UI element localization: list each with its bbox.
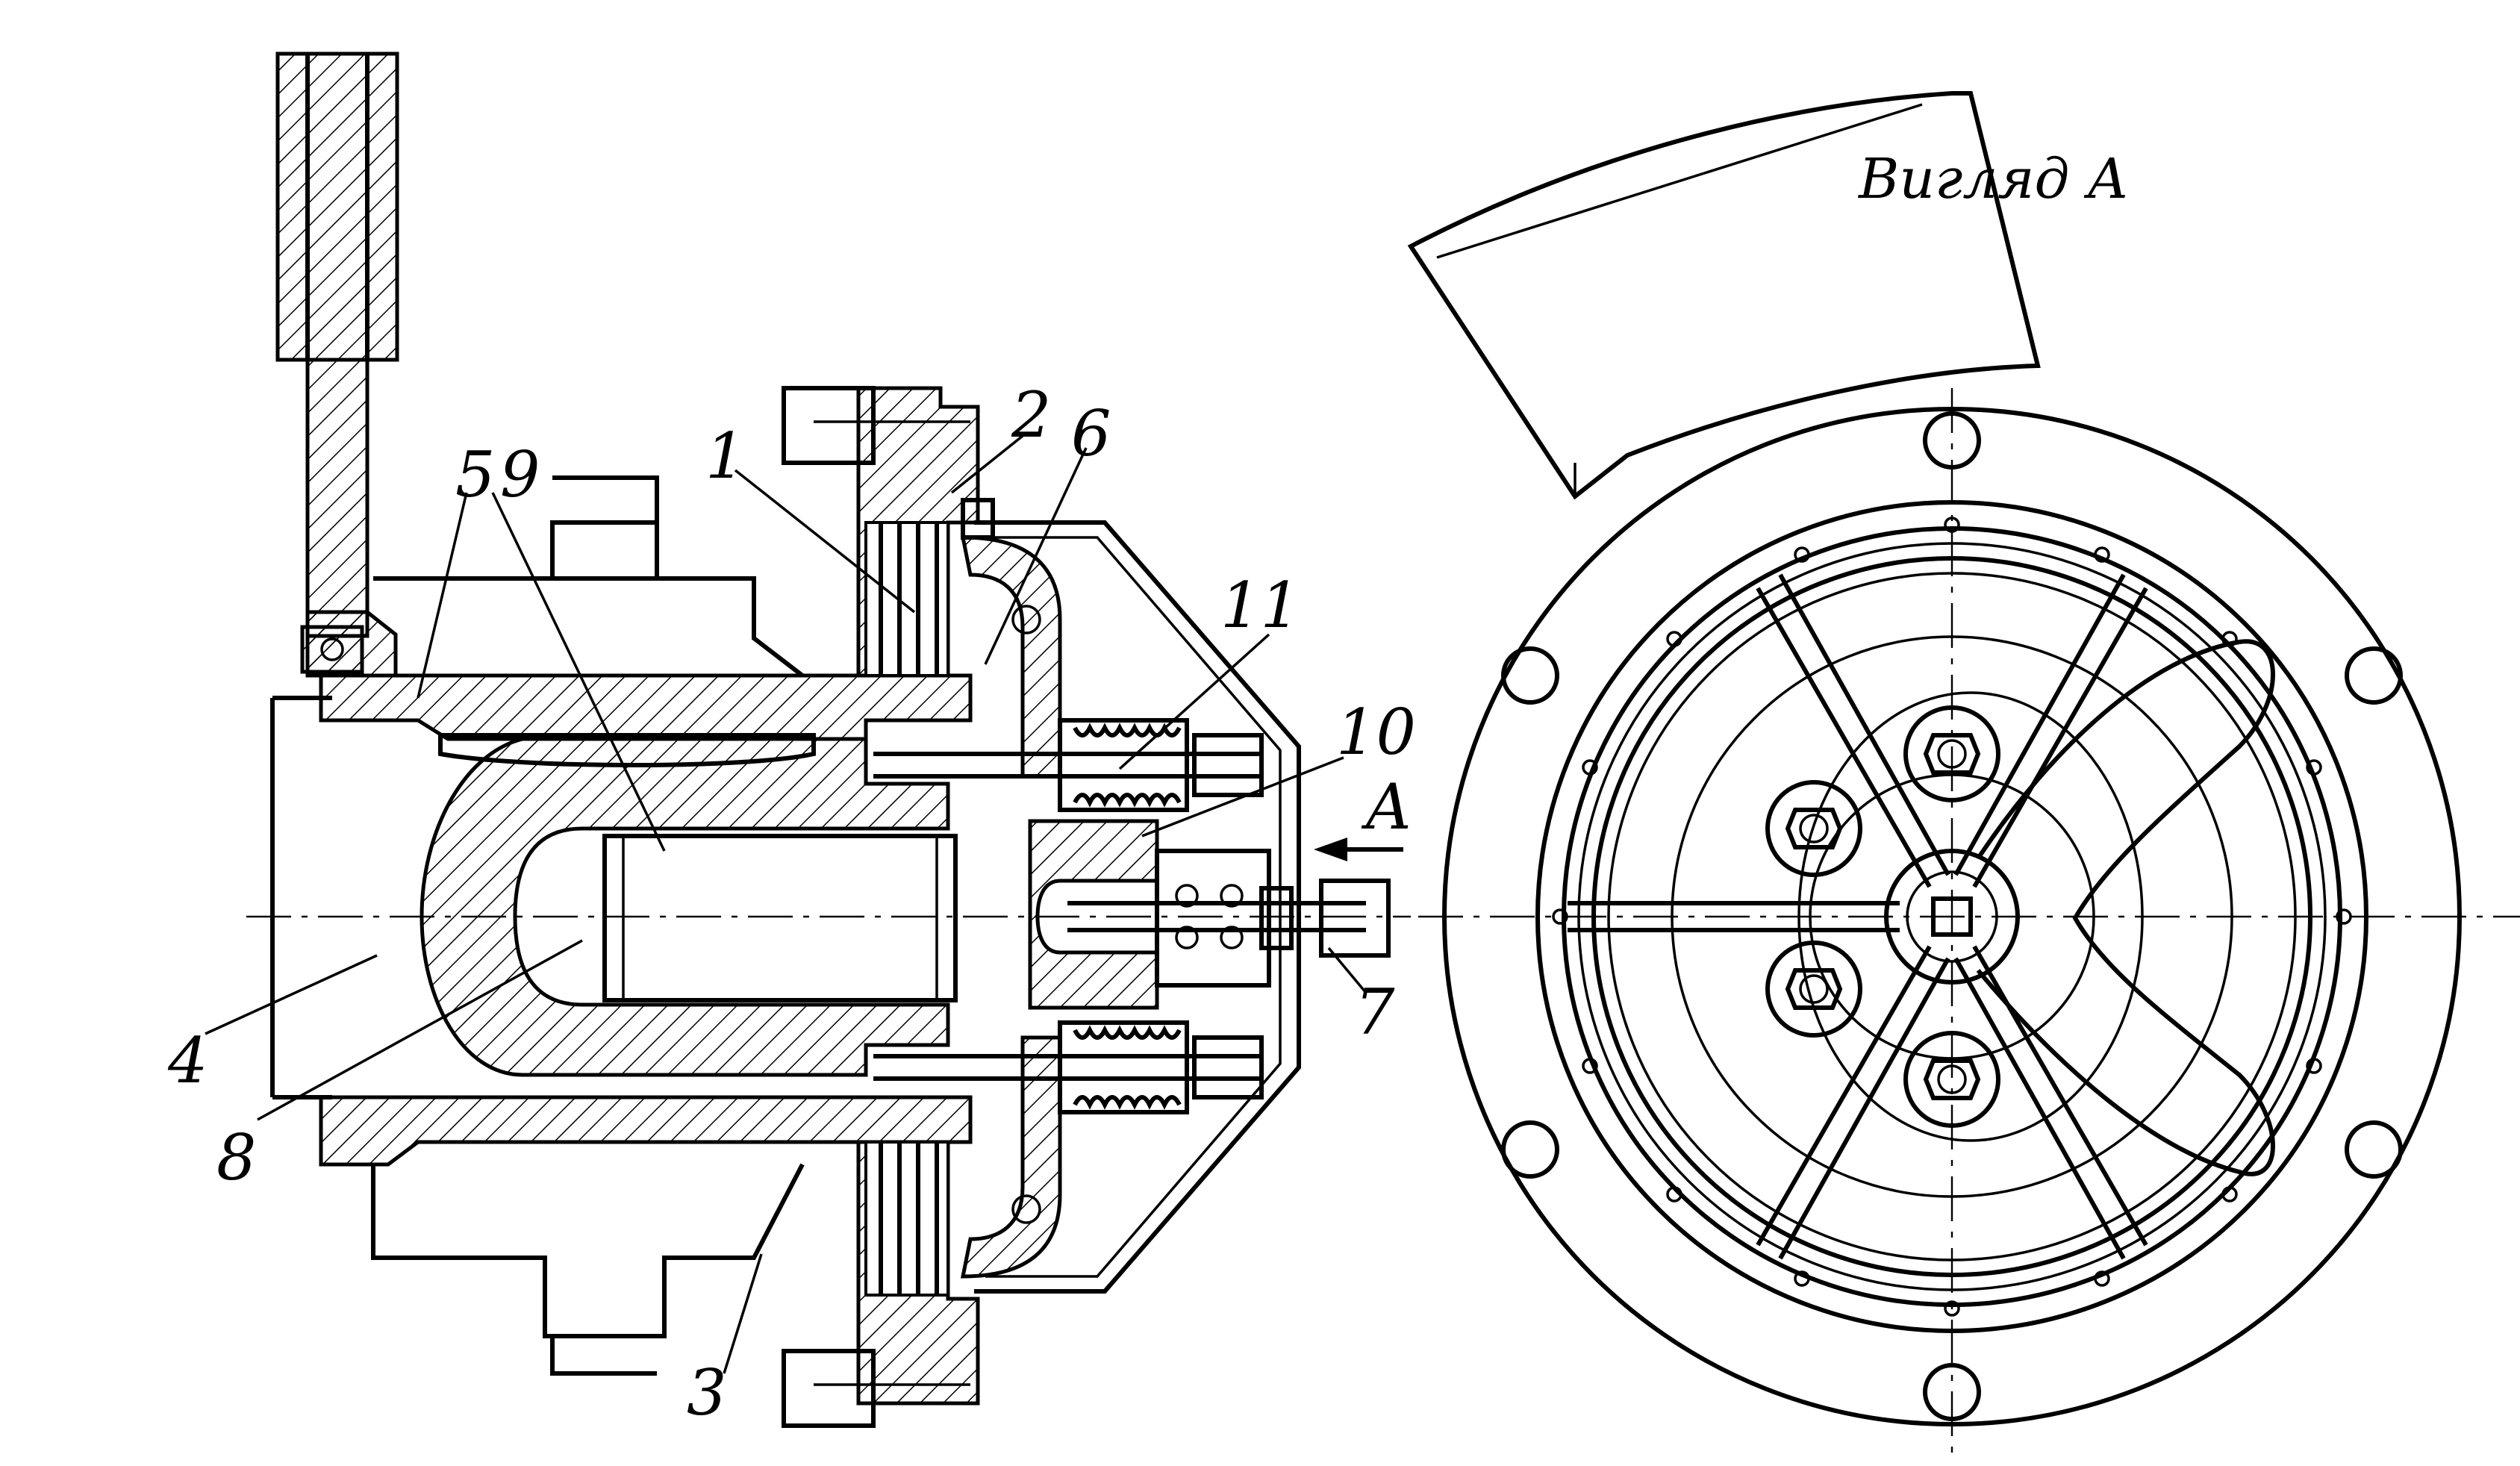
leader-lines (205, 431, 1367, 1374)
view-arrow: A (1314, 770, 1412, 861)
release-bearing-assembly (1028, 819, 1391, 1010)
clutch-pack-lower (782, 1140, 980, 1428)
part-label-2: 2 (1011, 378, 1051, 452)
pressure-plate (960, 535, 1062, 779)
part-label-1: 1 (705, 419, 745, 493)
part-label-9: 9 (500, 438, 540, 511)
view-a: Вигляд А (1407, 91, 2520, 1456)
hub-bolt (1903, 1031, 2000, 1128)
part-label-7: 7 (1355, 976, 1395, 1049)
lever (275, 52, 399, 678)
key-slot (438, 733, 816, 767)
housing-ring-inner (1591, 556, 2312, 1277)
outer-casing-lower (371, 1163, 805, 1338)
feed-chute (1407, 91, 2041, 500)
housing-ring-outer (1535, 500, 2368, 1333)
part-label-3: 3 (687, 1356, 726, 1429)
part-label-11: 11 (1220, 569, 1300, 642)
impeller-blade (1976, 639, 2275, 1176)
section-view: A 1 2 3 4 5 6 7 8 9 10 11 (167, 52, 1416, 1429)
part-label-8: 8 (216, 1121, 256, 1194)
arrow-label: A (1361, 770, 1412, 843)
central-hub (1884, 849, 2020, 985)
shaft-stub (270, 696, 332, 1100)
part-label-4: 4 (167, 1024, 208, 1097)
impeller-disc (1671, 635, 2233, 1198)
hub-bolt (1765, 780, 1862, 877)
hub-upper-wall (319, 673, 973, 741)
hub-bolts (1765, 705, 2000, 1128)
hub-lower-wall (319, 1095, 973, 1167)
part-label-6: 6 (1071, 397, 1111, 470)
spring-bolt-lower (873, 1020, 1264, 1114)
impeller-spokes (1568, 573, 2148, 1260)
ring-rivets (1552, 517, 2352, 1317)
flange-bolt-holes (1501, 411, 2403, 1421)
part-label-10: 10 (1336, 696, 1416, 769)
hub-bolt (1903, 705, 2000, 802)
spring-cover (974, 520, 1301, 1294)
flange-outer (1442, 407, 2462, 1426)
part-label-5: 5 (455, 438, 495, 511)
hub-bolt (1765, 941, 1862, 1038)
outer-casing-upper (373, 576, 804, 678)
drive-cup (420, 737, 950, 1077)
part-labels: 1 2 3 4 5 6 7 8 9 10 11 (167, 378, 1416, 1429)
